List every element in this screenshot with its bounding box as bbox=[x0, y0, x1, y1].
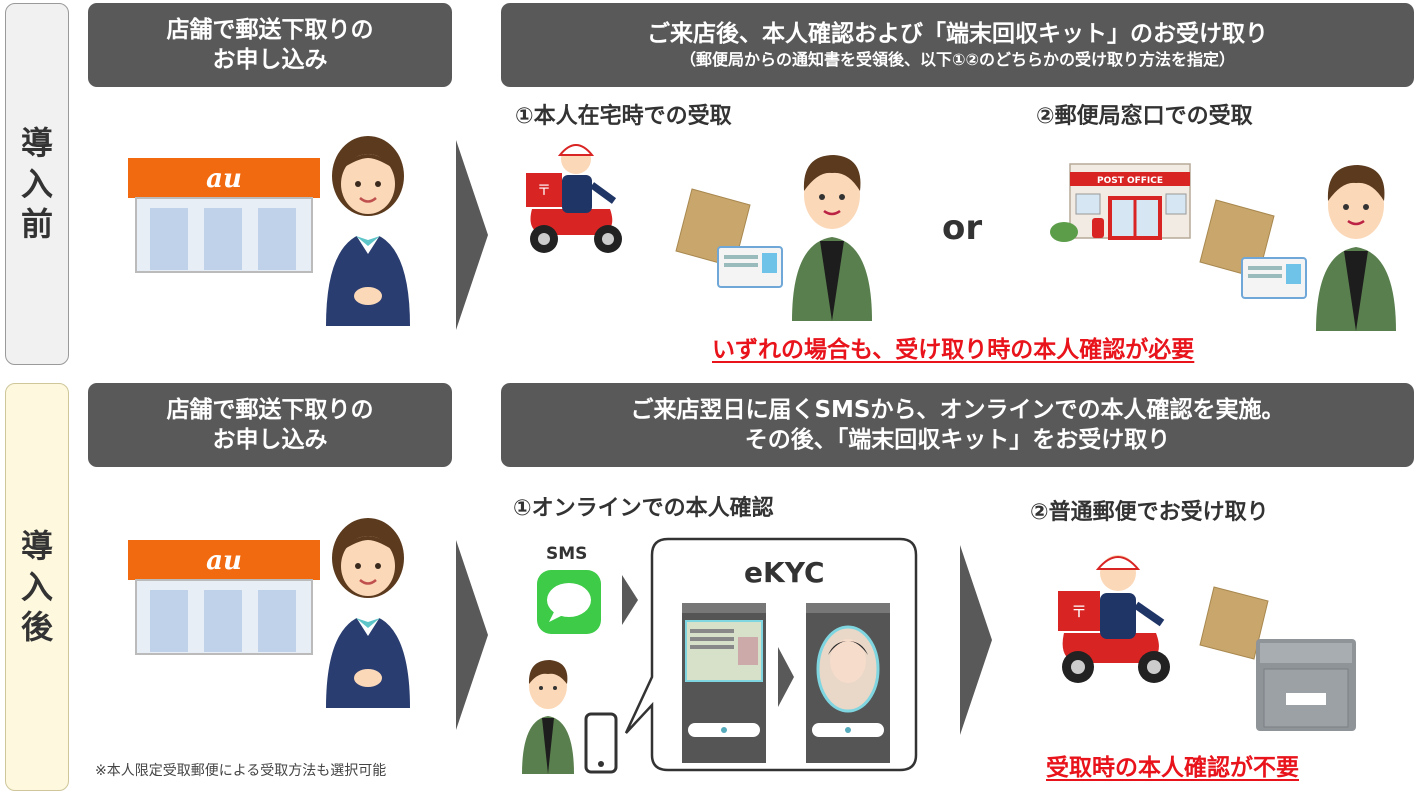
side-char: 前 bbox=[20, 205, 53, 244]
identity-check-not-required-note: 受取時の本人確認が不要 bbox=[1046, 755, 1299, 781]
post-office-sign: POST OFFICE bbox=[1097, 176, 1163, 186]
man-illustration bbox=[1316, 165, 1396, 331]
ekyc-speech-bubble bbox=[624, 537, 918, 772]
online-verification-title: ①オンラインでの本人確認 bbox=[513, 496, 774, 521]
svg-text:〒: 〒 bbox=[537, 183, 551, 199]
arrow-right-icon bbox=[456, 540, 488, 730]
arrow-right-icon bbox=[960, 545, 992, 735]
postal-delivery-scooter-illustration: 〒 bbox=[526, 144, 622, 253]
side-char: 導 bbox=[20, 526, 53, 565]
side-char: 後 bbox=[20, 608, 53, 647]
side-char: 導 bbox=[20, 123, 53, 162]
side-label-after: 導 入 後 bbox=[5, 383, 69, 791]
or-label: or bbox=[942, 208, 983, 248]
footnote: ※本人限定受取郵便による受取方法も選択可能 bbox=[95, 763, 387, 779]
envelope-and-mailbox-illustration bbox=[1199, 586, 1356, 731]
store-logo: au bbox=[206, 164, 242, 194]
post-office-building-illustration: POST OFFICE bbox=[1050, 163, 1191, 242]
banner-line: 店舗で郵送下取りの bbox=[166, 397, 374, 423]
store-clerk-illustration bbox=[326, 136, 410, 326]
side-char: 入 bbox=[20, 567, 53, 606]
banner-kit-receipt-before: ご来店後、本人確認および「端末回収キット」のお受け取り （郵便局からの通知書を受… bbox=[501, 3, 1414, 87]
envelope-with-id-card-illustration bbox=[1199, 199, 1307, 299]
arrow-right-icon bbox=[456, 140, 488, 330]
banner-online-verification-after: ご来店翌日に届くSMSから、オンラインでの本人確認を実施。 その後、「端末回収キ… bbox=[501, 383, 1414, 467]
sms-message-icon bbox=[537, 570, 601, 634]
banner-line: ご来店翌日に届くSMSから、オンラインでの本人確認を実施。 bbox=[630, 397, 1285, 423]
store-clerk-illustration bbox=[326, 518, 410, 708]
banner-main: ご来店後、本人確認および「端末回収キット」のお受け取り bbox=[647, 21, 1268, 47]
sms-label: SMS bbox=[546, 544, 588, 564]
option-home-receipt-title: ①本人在宅時での受取 bbox=[515, 104, 732, 129]
banner-line: その後、「端末回収キット」をお受け取り bbox=[744, 427, 1171, 453]
au-store-illustration: au bbox=[128, 158, 320, 273]
option-post-office-title: ②郵便局窓口での受取 bbox=[1036, 104, 1253, 129]
postal-delivery-scooter-illustration: 〒 bbox=[1058, 555, 1170, 683]
ekyc-label: eKYC bbox=[744, 556, 825, 589]
arrow-right-icon bbox=[622, 575, 638, 625]
man-illustration bbox=[792, 155, 872, 321]
side-char: 入 bbox=[20, 164, 53, 203]
envelope-with-id-card-illustration bbox=[675, 188, 783, 288]
au-store-illustration: au bbox=[128, 540, 320, 655]
man-with-smartphone-illustration bbox=[522, 660, 618, 774]
banner-store-application-before: 店舗で郵送下取りの お申し込み bbox=[88, 3, 452, 87]
banner-line: お申し込み bbox=[212, 427, 328, 453]
banner-sub: （郵便局からの通知書を受領後、以下①②のどちらかの受け取り方法を指定） bbox=[679, 50, 1236, 69]
regular-mail-title: ②普通郵便でお受け取り bbox=[1030, 500, 1269, 525]
banner-line: お申し込み bbox=[212, 47, 328, 73]
identity-check-required-note: いずれの場合も、受け取り時の本人確認が必要 bbox=[712, 337, 1195, 363]
svg-text:〒: 〒 bbox=[1071, 602, 1087, 621]
banner-store-application-after: 店舗で郵送下取りの お申し込み bbox=[88, 383, 452, 467]
store-logo: au bbox=[206, 546, 242, 576]
banner-line: 店舗で郵送下取りの bbox=[166, 17, 374, 43]
side-label-before: 導 入 前 bbox=[5, 3, 69, 365]
